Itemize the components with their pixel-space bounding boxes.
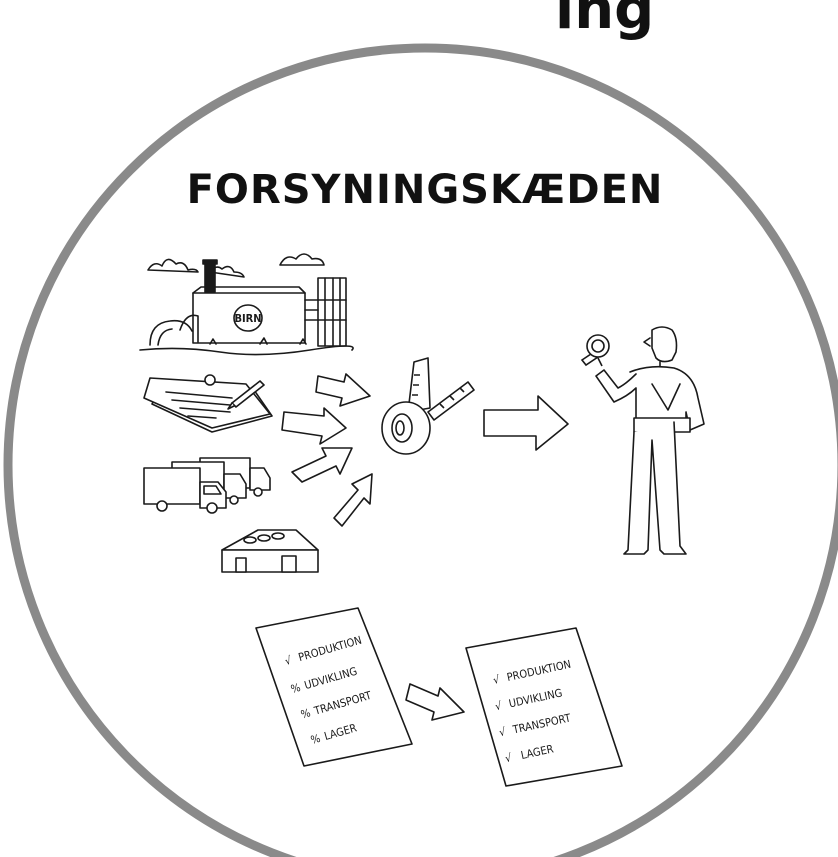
checklist-after-paper (466, 628, 622, 786)
checklist-arrow (406, 684, 464, 720)
diagram-title: FORSYNINGSKÆDEN (187, 167, 664, 213)
factory-icon (140, 254, 353, 355)
magnifier-icon (582, 335, 609, 366)
contract-icon (144, 375, 272, 432)
warehouse-icon (222, 530, 318, 572)
checklist-before: √ PRODUKTION % UDVIKLING % TRANSPORT % L… (256, 608, 412, 766)
trucks-icon (144, 458, 270, 513)
factory-sign: BIRN (234, 312, 261, 325)
top-heading: ing (555, 0, 654, 42)
inspector-icon (596, 327, 704, 554)
input-arrows (282, 374, 372, 526)
checklist-after: √ PRODUKTION √ UDVIKLING √ TRANSPORT √ L… (466, 628, 622, 786)
tape-measure-icon (382, 358, 474, 454)
checklist-before-paper (256, 608, 412, 766)
result-arrow (484, 396, 568, 450)
